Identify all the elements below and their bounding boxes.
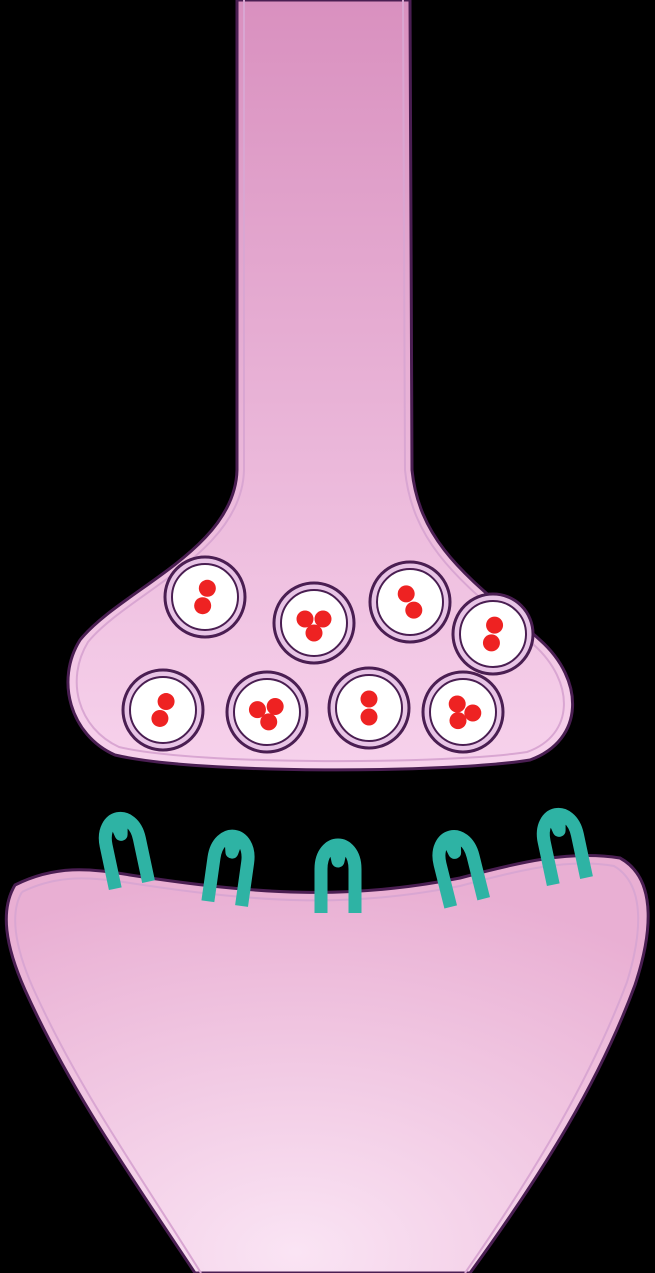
- neurotransmitter-molecule: [158, 693, 175, 710]
- postsynaptic-terminal: [6, 811, 648, 1273]
- neurotransmitter-molecule: [464, 705, 481, 722]
- neurotransmitter-molecule: [483, 634, 500, 651]
- neurotransmitter-molecule: [297, 611, 314, 628]
- vesicle: [123, 670, 203, 750]
- neurotransmitter-molecule: [315, 611, 332, 628]
- neurotransmitter-molecule: [486, 617, 503, 634]
- neurotransmitter-molecule: [199, 580, 216, 597]
- neurotransmitter-molecule: [405, 602, 422, 619]
- neurotransmitter-molecule: [267, 698, 284, 715]
- vesicle: [165, 557, 245, 637]
- vesicle: [274, 583, 354, 663]
- presynaptic-terminal: [68, 0, 573, 770]
- vesicle: [329, 668, 409, 748]
- neurotransmitter-molecule: [151, 710, 168, 727]
- neurotransmitter-molecule: [449, 696, 466, 713]
- neurotransmitter-molecule: [361, 691, 378, 708]
- vesicle: [227, 672, 307, 752]
- neurotransmitter-molecule: [361, 709, 378, 726]
- neurotransmitter-molecule: [398, 585, 415, 602]
- vesicle: [370, 562, 450, 642]
- neurotransmitter-molecule: [450, 712, 467, 729]
- neurotransmitter-molecule: [194, 597, 211, 614]
- neurotransmitter-molecule: [306, 625, 323, 642]
- vesicle: [453, 594, 533, 674]
- vesicle: [423, 672, 503, 752]
- neurotransmitter-molecule: [260, 713, 277, 730]
- postsynaptic-membrane-outer: [6, 855, 648, 1273]
